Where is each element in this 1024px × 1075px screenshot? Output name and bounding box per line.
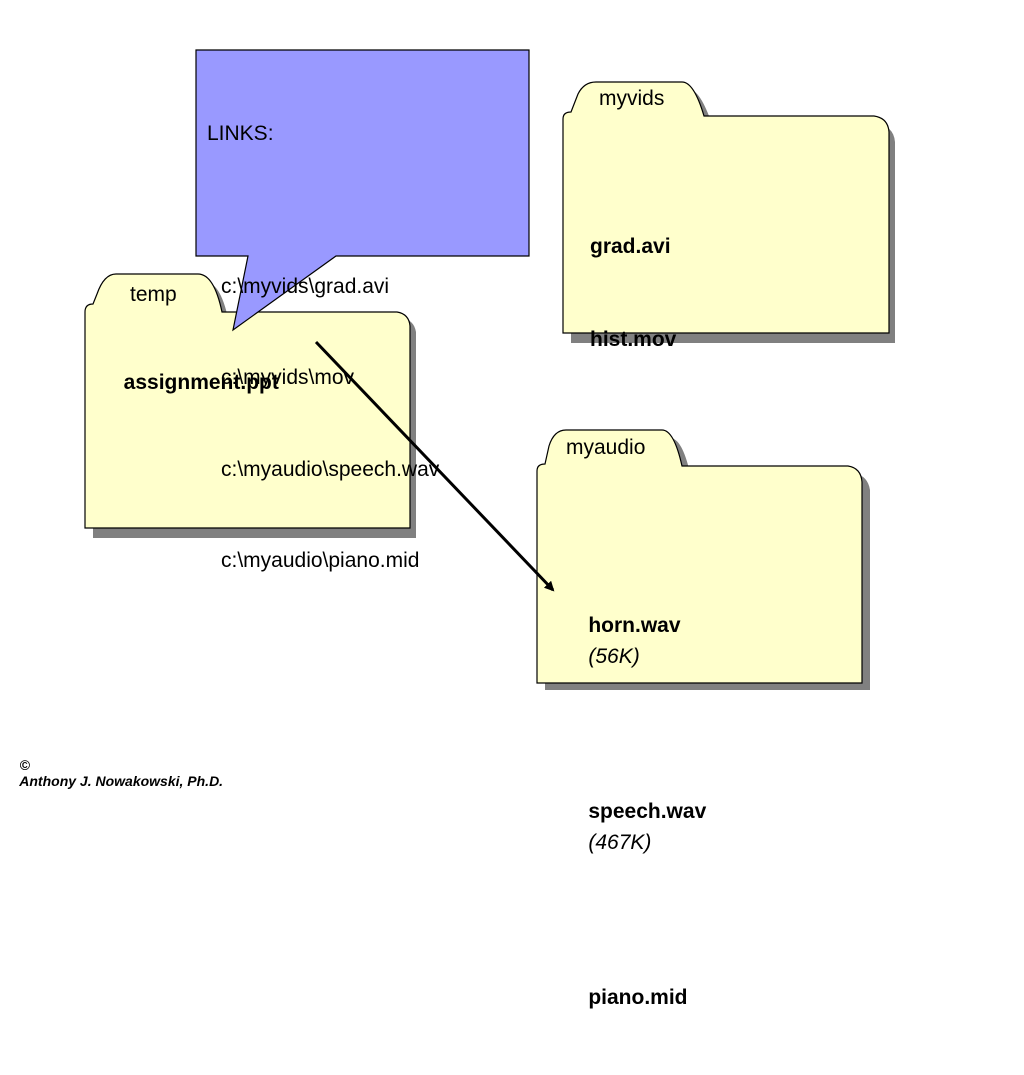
- file-item[interactable]: assignment.ppt: [112, 336, 279, 398]
- file-name: hist.mov: [590, 328, 677, 351]
- file-size: (467K): [588, 831, 652, 854]
- author-name: Anthony J. Nowakowski, Ph.D.: [19, 773, 224, 789]
- file-name: piano.mid: [588, 986, 688, 1009]
- folder-temp-icon: [84, 273, 416, 538]
- folder-myaudio-label: myaudio: [566, 436, 646, 459]
- folder-myaudio-icon: [536, 429, 870, 690]
- links-callout-bubble: [195, 49, 530, 332]
- link-path: c:\myvids\mov: [221, 366, 355, 389]
- file-item[interactable]: horn.wav (56K): [565, 579, 706, 703]
- folder-myvids-icon: [562, 81, 895, 343]
- copyright-symbol: ©: [19, 757, 31, 773]
- file-list: horn.wav (56K) speech.wav (467K) piano.m…: [565, 517, 706, 1075]
- link-path: c:\myaudio\piano.mid: [221, 549, 420, 572]
- links-heading: LINKS:: [207, 122, 274, 145]
- file-item[interactable]: hist.mov: [590, 324, 676, 355]
- folder-temp-label: temp: [130, 283, 177, 306]
- links-callout-text: LINKS: c:\myvids\grad.avi c:\myvids\mov …: [207, 58, 439, 668]
- file-name: assignment.ppt: [123, 371, 279, 394]
- file-list: grad.avi hist.mov: [590, 169, 676, 386]
- file-name: speech.wav: [588, 800, 707, 823]
- file-size: (56K): [588, 645, 640, 668]
- link-path: c:\myvids\grad.avi: [221, 274, 390, 298]
- file-item[interactable]: speech.wav (467K): [565, 765, 706, 889]
- link-path: c:\myaudio\speech.wav: [221, 457, 440, 481]
- file-item[interactable]: piano.mid: [565, 951, 706, 1044]
- folder-myvids-label: myvids: [599, 87, 665, 110]
- file-item[interactable]: grad.avi: [590, 231, 676, 262]
- link-arrow: [314, 340, 555, 592]
- copyright-footer: © Anthony J. Nowakowski, Ph.D.: [12, 741, 223, 789]
- file-name: grad.avi: [590, 235, 671, 258]
- diagram-canvas: [84, 49, 895, 690]
- file-name: horn.wav: [588, 614, 681, 637]
